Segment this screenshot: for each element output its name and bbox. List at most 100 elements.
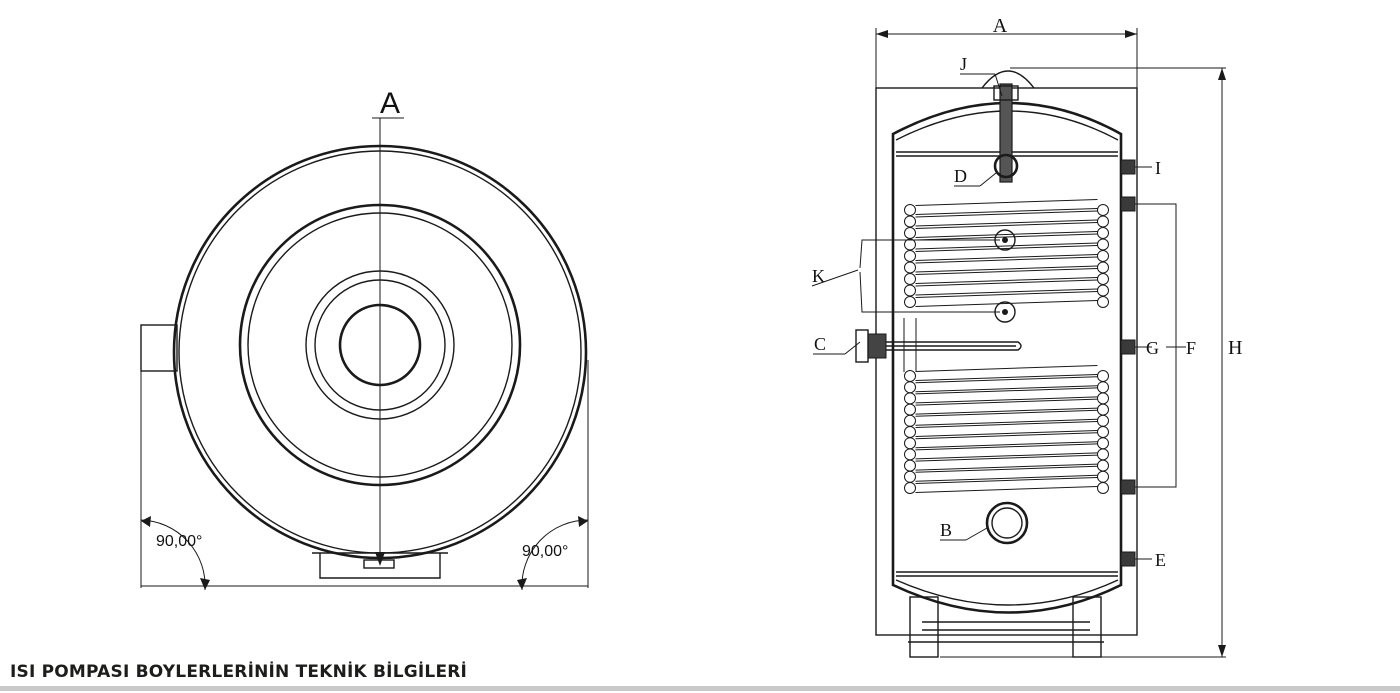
coil-section bbox=[1097, 370, 1109, 382]
coil-turn bbox=[915, 443, 1098, 451]
coil-section bbox=[1097, 238, 1109, 251]
coil-turn bbox=[915, 407, 1098, 415]
coil-riser bbox=[903, 318, 917, 372]
coil-section bbox=[904, 284, 916, 297]
label-g: G bbox=[1146, 338, 1159, 358]
angle-label-left: 90,00° bbox=[156, 533, 202, 550]
coil-section bbox=[904, 250, 916, 262]
coil-turn bbox=[915, 463, 1098, 471]
coil-section bbox=[1097, 403, 1109, 416]
coil-section bbox=[1097, 250, 1109, 262]
side-pipe-stub bbox=[140, 324, 178, 372]
coil-section bbox=[904, 261, 916, 274]
coil-section bbox=[904, 392, 916, 405]
angle-arrow-right-top bbox=[578, 516, 588, 527]
coil-turn bbox=[915, 277, 1098, 284]
fitting-coil-top bbox=[1120, 196, 1136, 212]
c-leader bbox=[844, 341, 861, 355]
coil-section bbox=[1097, 459, 1109, 472]
coil-section bbox=[1097, 437, 1109, 450]
coil-section bbox=[904, 459, 916, 472]
coil-section bbox=[1097, 392, 1109, 405]
coil-section bbox=[904, 470, 916, 483]
sensor-well-lower-dot bbox=[1002, 309, 1008, 315]
coil-section bbox=[904, 437, 916, 450]
coil-section bbox=[1097, 414, 1109, 427]
height-arrow-bottom bbox=[1218, 645, 1226, 657]
fitting-i bbox=[1120, 159, 1136, 175]
coil-section bbox=[904, 370, 916, 382]
coil-section bbox=[1097, 215, 1109, 228]
coil-section bbox=[1097, 204, 1109, 216]
coil-turn bbox=[915, 233, 1098, 241]
width-arrow-right bbox=[1125, 30, 1137, 38]
k-leader-lower bbox=[859, 271, 1000, 313]
coil-turn bbox=[915, 231, 1098, 238]
foot-right bbox=[1072, 596, 1102, 658]
j-leader bbox=[994, 73, 1003, 97]
angle-arrow-left-top bbox=[141, 516, 151, 527]
inspection-port-b-inner bbox=[991, 507, 1023, 539]
angle-arrow-left-bottom bbox=[200, 578, 210, 590]
heater-flange bbox=[867, 333, 887, 359]
section-title: ISI POMPASI BOYLERLERİNİN TEKNİK BİLGİLE… bbox=[10, 662, 468, 682]
coil-section bbox=[1097, 261, 1109, 274]
coil-section bbox=[904, 381, 916, 394]
coil-section bbox=[904, 238, 916, 251]
coil-turn bbox=[915, 387, 1098, 395]
anode-head bbox=[993, 85, 1019, 101]
section-divider bbox=[0, 686, 1400, 691]
coil-turn bbox=[915, 254, 1098, 261]
angle-arrow-right-bottom bbox=[517, 578, 527, 590]
label-d: D bbox=[954, 166, 967, 186]
b-leader bbox=[965, 527, 988, 541]
k-leader-upper bbox=[859, 239, 1000, 269]
coil-turn bbox=[915, 454, 1098, 462]
fitting-g bbox=[1120, 339, 1136, 355]
coil-section bbox=[1097, 296, 1109, 308]
coil-section bbox=[904, 215, 916, 228]
coil-section bbox=[904, 448, 916, 461]
coil-section bbox=[904, 273, 916, 285]
coil-section bbox=[904, 296, 916, 308]
coil-turn bbox=[915, 256, 1098, 264]
heat-exchanger-coils bbox=[903, 199, 1109, 494]
coil-turn bbox=[915, 374, 1098, 381]
top-cap bbox=[981, 70, 1035, 89]
label-i: I bbox=[1155, 158, 1161, 178]
coil-section bbox=[904, 414, 916, 427]
angle-arc-right bbox=[521, 519, 589, 591]
label-f: F bbox=[1186, 338, 1196, 358]
coil-turn bbox=[915, 432, 1098, 440]
coil-turn bbox=[915, 208, 1098, 215]
coil-section bbox=[1097, 482, 1109, 494]
coil-turn bbox=[915, 210, 1098, 218]
coil-section bbox=[1097, 227, 1109, 239]
coil-section bbox=[1097, 426, 1109, 438]
label-e: E bbox=[1155, 550, 1166, 570]
coil-turn bbox=[915, 219, 1098, 227]
coil-turn bbox=[915, 376, 1098, 384]
sensor-port-d bbox=[993, 153, 1019, 179]
coil-turn bbox=[915, 477, 1098, 484]
coil-turn bbox=[915, 474, 1098, 482]
coil-turn bbox=[915, 441, 1098, 449]
d-leader bbox=[979, 172, 997, 187]
coil-turn bbox=[915, 288, 1098, 296]
heater-cap bbox=[855, 329, 869, 363]
coil-turn bbox=[915, 268, 1098, 275]
foot-left bbox=[909, 596, 939, 658]
height-label: H bbox=[1228, 337, 1242, 359]
coil-turn bbox=[915, 242, 1098, 250]
coil-turn bbox=[915, 265, 1098, 273]
coil-section bbox=[904, 403, 916, 416]
inspection-port-b bbox=[985, 501, 1029, 545]
coil-section bbox=[904, 204, 916, 216]
coil-turn bbox=[915, 222, 1098, 229]
bottom-dome-inner bbox=[895, 579, 1119, 606]
axis-label: A bbox=[380, 87, 400, 120]
coil-turn bbox=[915, 421, 1098, 428]
coil-turn bbox=[915, 300, 1098, 307]
coil-turn bbox=[915, 418, 1098, 426]
